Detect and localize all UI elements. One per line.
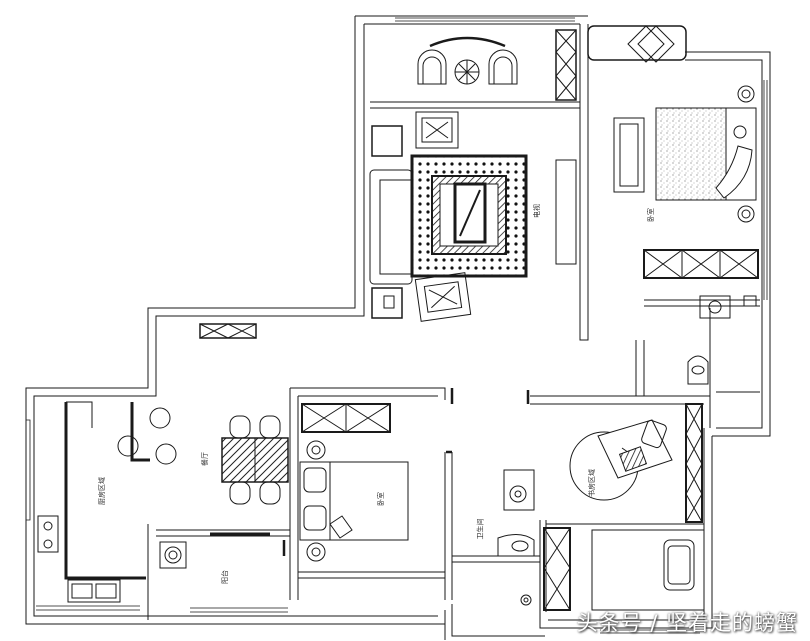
label-bedroom-center: 卧室 xyxy=(377,492,385,506)
label-laundry: 阳台 xyxy=(221,570,229,584)
outer-walls xyxy=(25,15,771,640)
label-bedroom-master: 卧室 xyxy=(647,208,655,222)
label-dining: 餐厅 xyxy=(201,452,209,466)
bathroom-fixtures xyxy=(497,469,535,606)
doors xyxy=(282,388,530,556)
interior-walls xyxy=(147,24,760,620)
living-room-furniture xyxy=(199,111,577,339)
kitchen-furniture xyxy=(37,401,289,603)
windows xyxy=(26,17,768,634)
label-bath: 卫生间 xyxy=(476,518,485,540)
label-kitchen: 厨房区域 xyxy=(98,477,106,505)
balcony-furniture xyxy=(417,25,687,101)
label-study: 书房区域 xyxy=(588,469,596,497)
center-bedroom-furniture xyxy=(299,403,409,562)
watermark-text: 头条号 / 坚着走的螃蟹 xyxy=(576,611,798,635)
master-bedroom-furniture xyxy=(613,85,759,385)
label-tv: 电视 xyxy=(533,204,541,218)
study-furniture xyxy=(543,403,705,611)
